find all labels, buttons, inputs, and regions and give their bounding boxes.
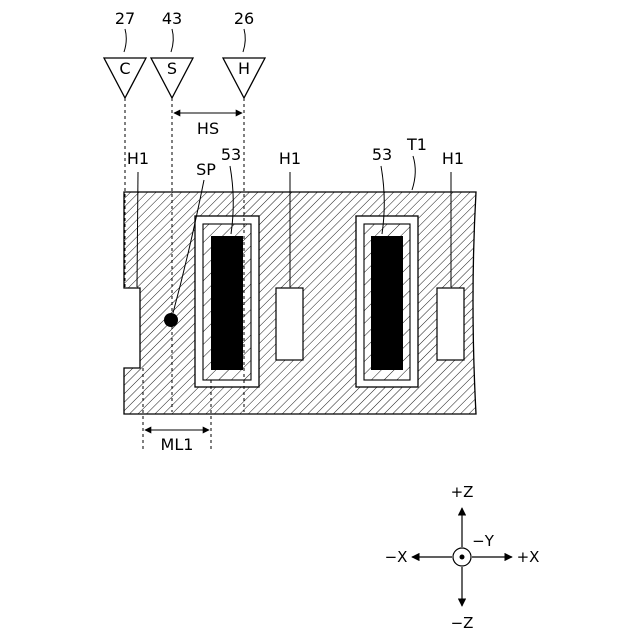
hole-h1-right bbox=[437, 288, 464, 360]
sensor-h-ref: 26 bbox=[234, 9, 254, 28]
pocket-left bbox=[195, 216, 259, 387]
h1-right-label: H1 bbox=[442, 149, 464, 168]
tape-t1 bbox=[124, 192, 476, 414]
h1-left-label: H1 bbox=[127, 149, 149, 168]
sensor-s-ref: 43 bbox=[162, 9, 182, 28]
pocket-right bbox=[356, 216, 418, 387]
component-53-left bbox=[211, 236, 243, 370]
ref53-left-label: 53 bbox=[221, 145, 241, 164]
hs-label: HS bbox=[197, 119, 219, 138]
sensor-c: 27 C bbox=[104, 9, 146, 98]
hs-dimension: HS bbox=[174, 113, 242, 138]
t1-label: T1 bbox=[406, 135, 427, 154]
axis-minus-y: −Y bbox=[472, 532, 495, 550]
sp-label: SP bbox=[196, 160, 216, 179]
ml1-label: ML1 bbox=[161, 435, 194, 454]
h1-mid-label: H1 bbox=[279, 149, 301, 168]
ml1-dimension: ML1 bbox=[145, 430, 209, 454]
axis-plus-x: +X bbox=[517, 548, 540, 566]
ref53-right-label: 53 bbox=[372, 145, 392, 164]
sensor-c-letter: C bbox=[119, 59, 130, 78]
sprocket-point bbox=[164, 313, 178, 327]
hole-h1-middle bbox=[276, 288, 303, 360]
axis-minus-x: −X bbox=[385, 548, 408, 566]
sensor-h: 26 H bbox=[223, 9, 265, 98]
sensor-s-letter: S bbox=[167, 59, 177, 78]
component-53-right bbox=[371, 236, 403, 370]
label-t1: T1 bbox=[406, 135, 427, 190]
coordinate-axes: +Z −Z +X −X −Y bbox=[385, 483, 540, 632]
sensor-c-ref: 27 bbox=[115, 9, 135, 28]
sensor-h-letter: H bbox=[238, 59, 250, 78]
axis-minus-z: −Z bbox=[451, 614, 474, 632]
sensor-s: 43 S bbox=[151, 9, 193, 98]
axis-plus-z: +Z bbox=[451, 483, 474, 501]
